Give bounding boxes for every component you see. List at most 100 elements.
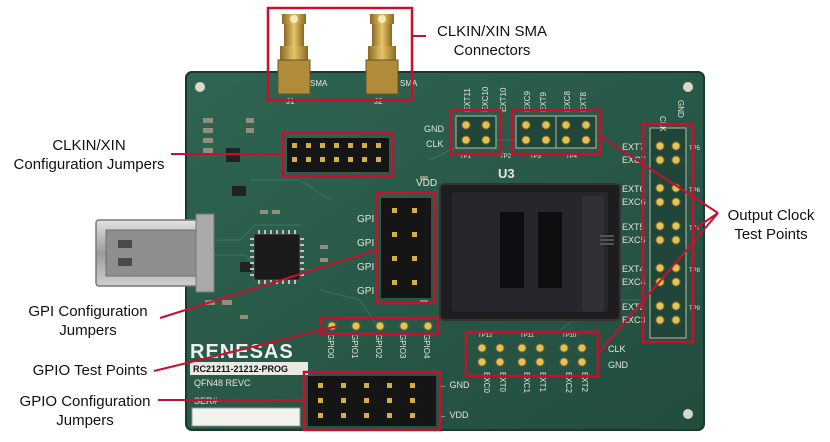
board-id-label-bg	[190, 362, 308, 375]
gpi-jumper-header	[381, 198, 431, 298]
callout-clkin-line1: CLKIN/XIN	[52, 137, 126, 154]
silk-top-ext-3: EXT10	[499, 87, 508, 112]
main-ic	[253, 233, 301, 281]
box-gpi-jumpers	[375, 191, 437, 305]
leader-gpi	[159, 249, 378, 319]
callout-clkin-line2: Configuration Jumpers	[13, 156, 165, 173]
silk-right-exc3: EXC3	[622, 315, 646, 325]
silk-sma-1: SMA	[310, 79, 328, 88]
callout-out-line2: Test Points	[734, 226, 808, 243]
top-test-points	[455, 115, 597, 149]
silk-bottom-ext-5: EXC2	[564, 372, 573, 393]
callout-gpio-config-jumpers: GPIO Configuration Jumpers	[10, 392, 160, 430]
silk-right-ext7: EXT7	[622, 142, 645, 152]
callout-sma-line2: Connectors	[453, 42, 531, 59]
silk-tp4: TP4	[566, 154, 578, 160]
silk-right-exc4: EXC4	[622, 277, 646, 287]
sma-connector-j2	[365, 14, 399, 95]
small-ic	[240, 262, 252, 272]
small-ic	[232, 186, 246, 196]
callout-clkin-config-jumpers: CLKIN/XIN Configuration Jumpers	[6, 136, 172, 174]
silk-right-gnd: GND	[676, 100, 685, 118]
silk-tp2: TP2	[500, 154, 512, 160]
leader-out-top	[599, 135, 719, 214]
silk-gpi-2: GPI	[357, 238, 374, 249]
right-test-points	[649, 127, 687, 339]
box-right-tp	[641, 122, 695, 344]
silk-bottom-ext-6: EXT2	[580, 372, 589, 393]
silk-tp3: TP3	[530, 154, 542, 160]
leader-out-bottom	[597, 212, 719, 355]
callout-gpio-cfg-line2: Jumpers	[56, 412, 114, 429]
bottom-test-points	[477, 343, 587, 367]
silk-gpio-vdd: ← VDD	[438, 410, 469, 420]
silk-top-ext-2: EXC10	[481, 86, 490, 112]
silk-tp6: TP6	[689, 188, 701, 194]
silk-top-ext-7: EXT8	[579, 91, 588, 112]
silkscreen-text: J1 J2 SMA SMA U3 VDD GPI GPI GPI GPI GND…	[286, 79, 701, 420]
mount-hole	[683, 409, 693, 419]
silk-right-ext6: EXT6	[622, 184, 645, 194]
silk-gpio3: GPIO3	[398, 334, 407, 359]
silk-gnd-top: GND	[424, 124, 445, 134]
silk-right-ext3: EXT3	[622, 302, 645, 312]
silk-tp5: TP5	[689, 146, 701, 152]
serial-field	[191, 407, 301, 427]
silk-gpio2: GPIO2	[374, 334, 383, 359]
silk-right-ext4: EXT4	[622, 264, 645, 274]
silk-bottom-clk: CLK	[608, 344, 626, 354]
box-top-tp-1	[449, 108, 503, 156]
silk-bottom-ext-3: EXC1	[522, 372, 531, 393]
silk-gpio4: GPIO4	[422, 334, 431, 359]
silk-package: QFN48 REVC	[194, 378, 251, 388]
silk-right-exc7: EXC7	[622, 155, 646, 165]
silk-j1: J1	[286, 97, 295, 106]
silk-j2: J2	[374, 97, 383, 106]
silk-bottom-gnd: GND	[608, 360, 629, 370]
callout-gpi-config-jumpers: GPI Configuration Jumpers	[16, 302, 160, 340]
callout-sma-connectors: CLKIN/XIN SMA Connectors	[426, 22, 558, 60]
callout-gpi-line1: GPI Configuration	[28, 303, 148, 320]
silk-tp12: TP12	[478, 333, 493, 339]
silk-tp1: TP1	[460, 154, 472, 160]
silk-right-ext5: EXT5	[622, 222, 645, 232]
silk-tp9: TP9	[689, 306, 701, 312]
mount-hole	[195, 82, 205, 92]
silk-top-ext-5: EXT9	[539, 91, 548, 112]
callout-leaders	[153, 35, 719, 401]
sma-connector-j1	[277, 14, 311, 95]
main-ic-pins	[250, 230, 304, 284]
silk-tp11: TP11	[520, 333, 535, 339]
gpio-jumper-header	[308, 376, 436, 426]
silk-vdd: VDD	[416, 178, 437, 189]
gpio-jumper-pins	[318, 383, 415, 418]
silk-tp8: TP8	[689, 268, 701, 274]
callout-sma-line1: CLKIN/XIN SMA	[436, 23, 548, 40]
silk-clk-top: CLK	[426, 139, 444, 149]
silk-tp10: TP10	[562, 333, 577, 339]
silk-gpio1: GPIO1	[350, 334, 359, 359]
callout-gpio-cfg-line1: GPIO Configuration	[19, 393, 151, 410]
silk-top-ext-4: EXC9	[523, 91, 532, 112]
silk-right-exc6: EXC6	[622, 197, 646, 207]
silk-sma-2: SMA	[400, 79, 418, 88]
ic-socket-u3	[439, 183, 621, 321]
silk-right-exc5: EXC5	[622, 235, 646, 245]
callout-output-clock-test-points: Output Clock Test Points	[720, 206, 822, 244]
leader-gpio-tp	[153, 325, 339, 372]
silk-brand: RENESAS	[190, 341, 294, 363]
leader-out-right	[692, 212, 719, 231]
silk-gpi-1: GPI	[357, 214, 374, 225]
silk-gpi-4: GPI	[357, 286, 374, 297]
box-top-tp-2	[510, 108, 602, 156]
silk-bottom-ext-4: EXT1	[538, 372, 547, 393]
silk-top-ext-1: EXT11	[463, 88, 472, 112]
mount-hole	[683, 82, 693, 92]
callout-gpi-line2: Jumpers	[59, 322, 117, 339]
silk-gpio-gnd: ← GND	[438, 380, 470, 390]
callout-out-line1: Output Clock	[727, 207, 815, 224]
callout-gpio-test-points: GPIO Test Points	[26, 361, 154, 380]
callout-gpio-tp-line1: GPIO Test Points	[32, 362, 148, 379]
silk-gpio0: GPIO0	[326, 334, 335, 359]
